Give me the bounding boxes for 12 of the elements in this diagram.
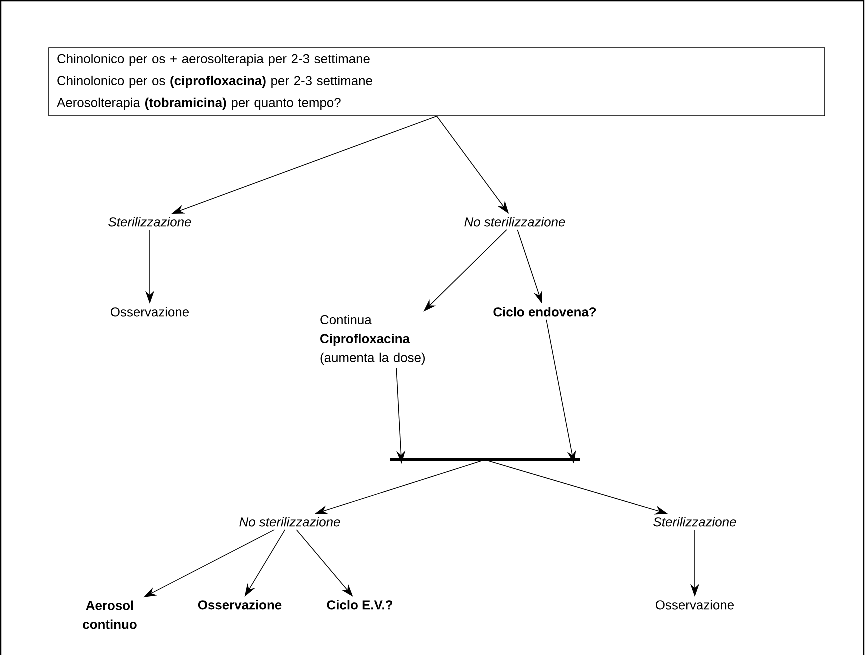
step-text: Ciclo E.V.? bbox=[327, 600, 393, 610]
step-text: Ciclo endovena? bbox=[494, 307, 596, 317]
treatment-box: Chinolonico per os + aerosolterapia per 2-3 settimane Chinolonico per os (ciprofloxacina) per 2-3 settimane Aerosolterapia (tobramicina) per quanto tempo? bbox=[48, 48, 826, 116]
step-text: Osservazione bbox=[111, 307, 189, 317]
step-text: Continua Ciprofloxacina (aumenta la dose) bbox=[320, 315, 425, 365]
step-text: Aerosol continuo bbox=[83, 600, 137, 630]
outcome-text: Sterilizzazione bbox=[108, 217, 192, 227]
step-text: Osservazione bbox=[198, 600, 282, 610]
outcome-text: Sterilizzazione bbox=[654, 517, 736, 527]
step-text: Osservazione bbox=[656, 600, 734, 610]
outcome-text: No sterilizzazione bbox=[464, 217, 566, 227]
outcome-text: No sterilizzazione bbox=[240, 517, 340, 527]
